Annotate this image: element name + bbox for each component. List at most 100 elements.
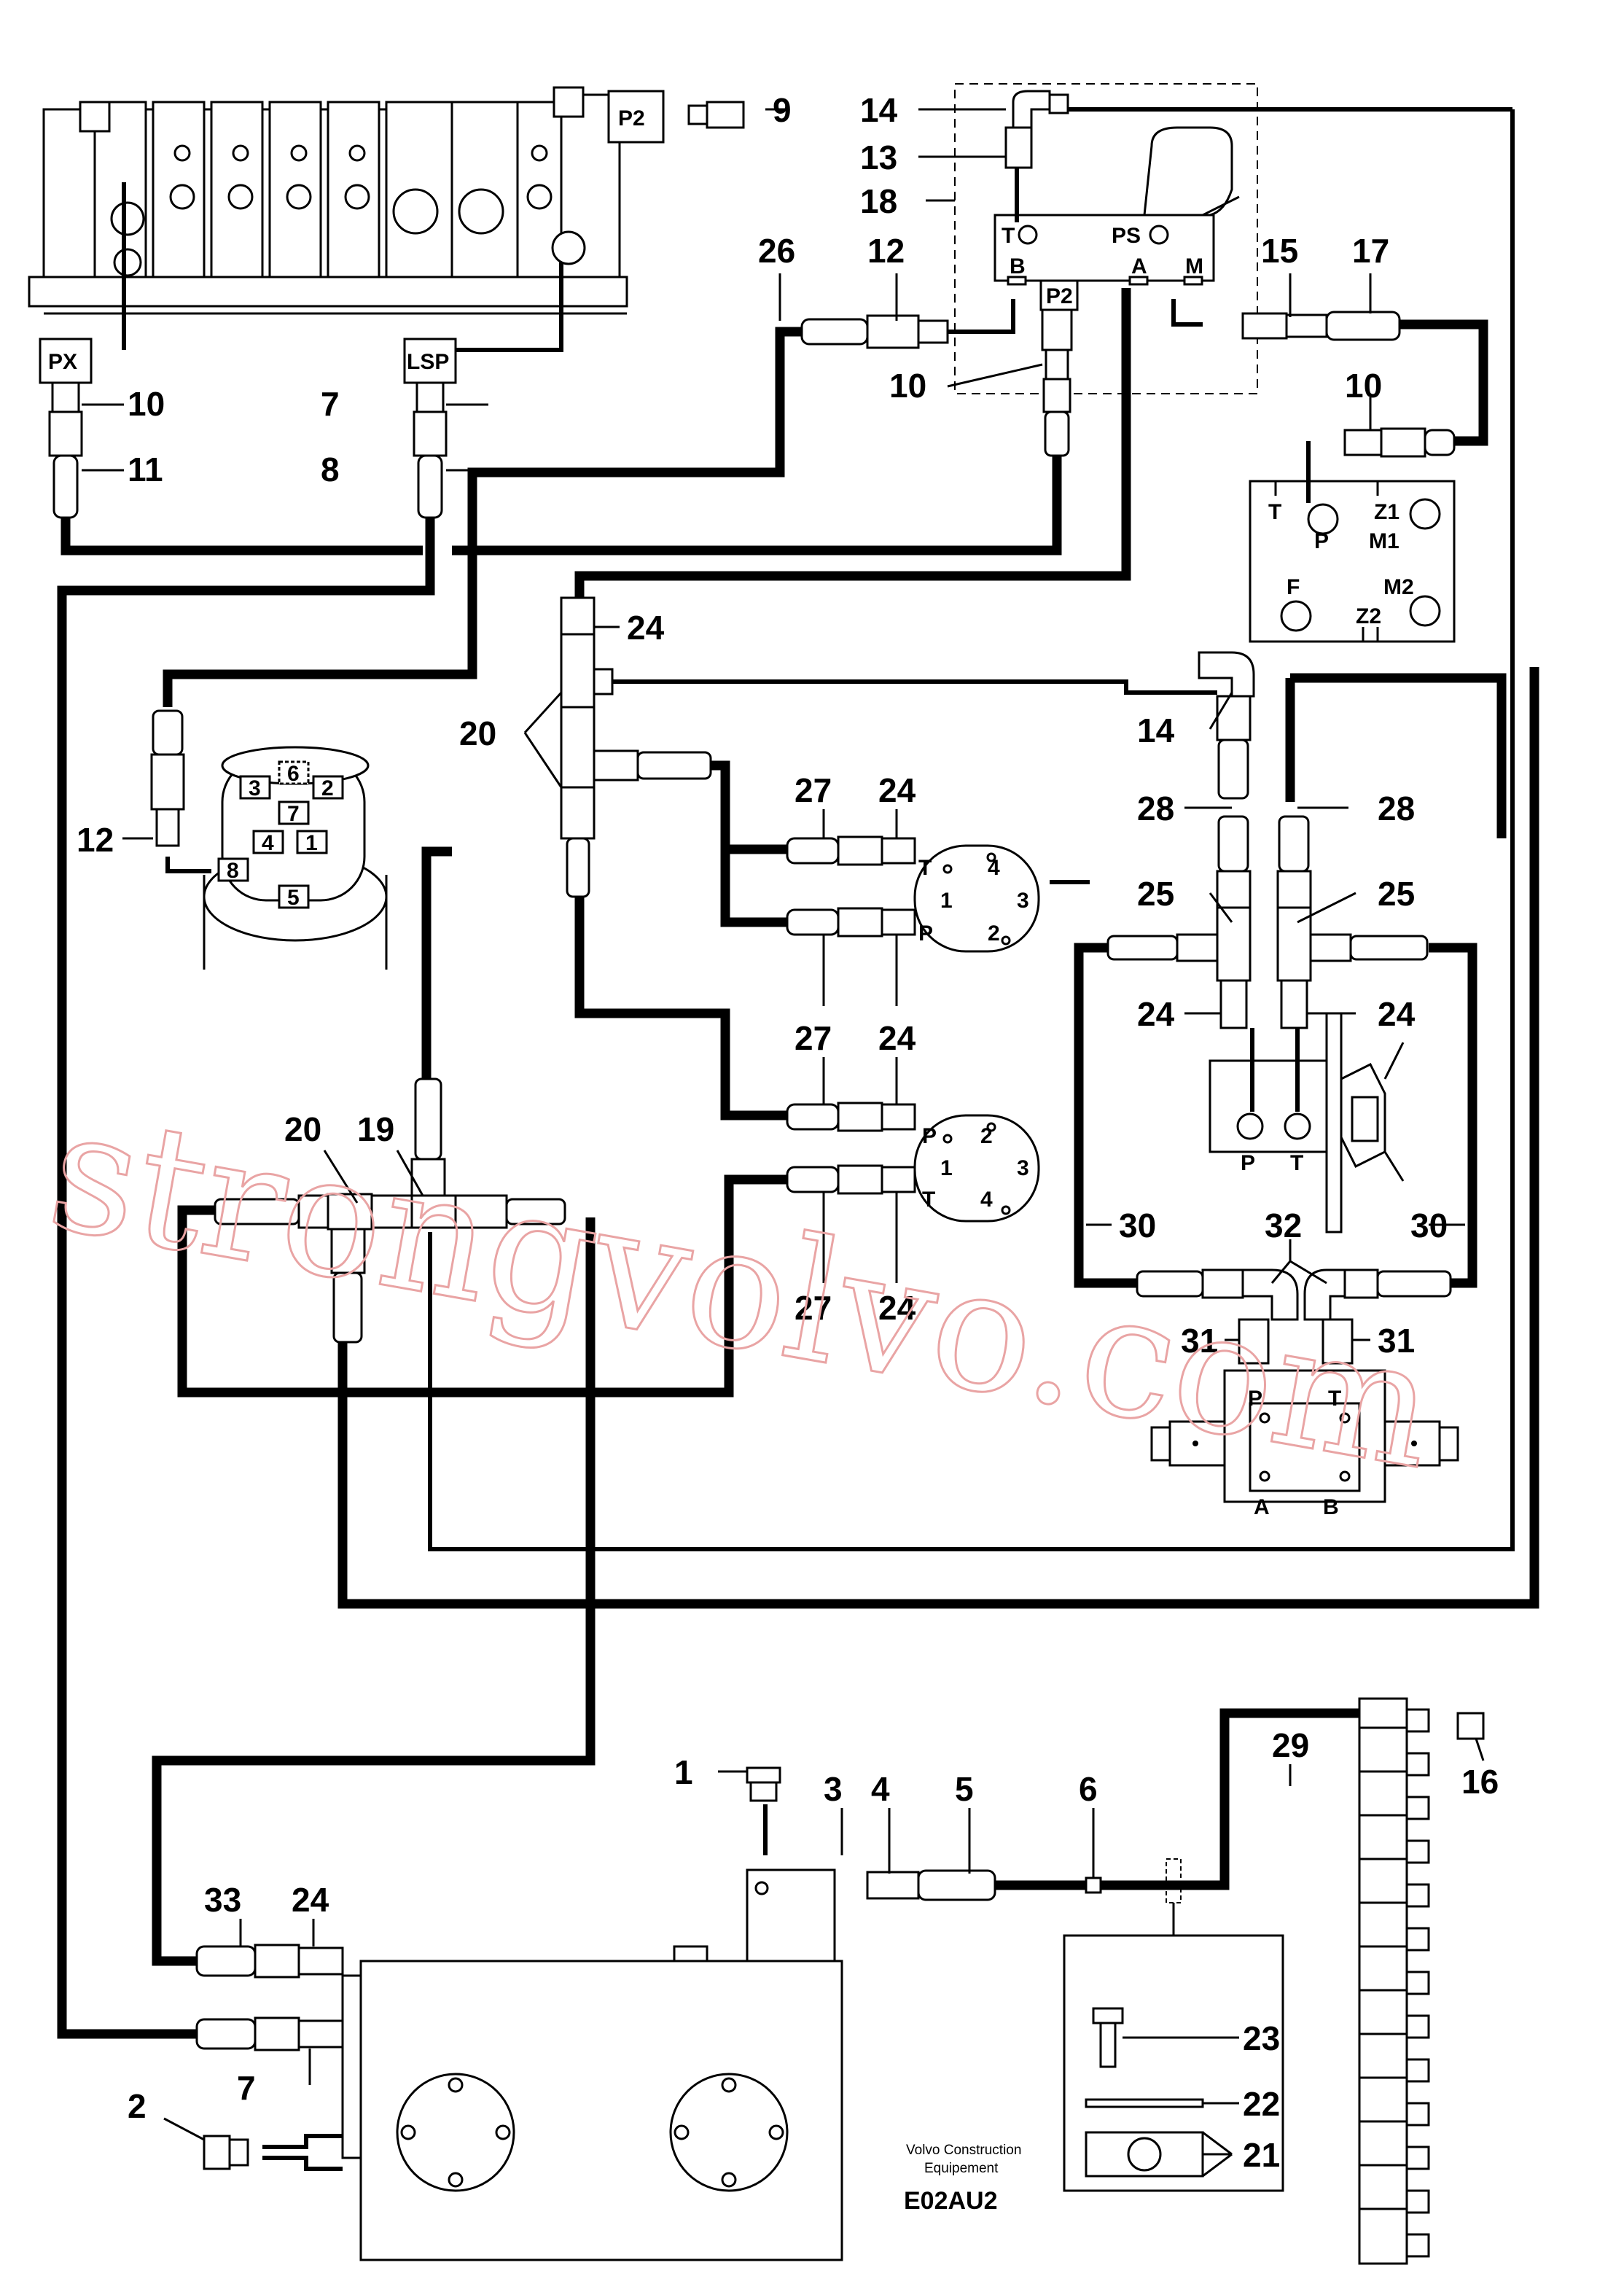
valve-port-B: B (1323, 1495, 1339, 1519)
label-28-right: 28 (1378, 790, 1415, 827)
company-line1: Volvo Construction (906, 2143, 1021, 2158)
pilot-port-F: F (1287, 575, 1300, 599)
label-14-top: 14 (860, 91, 898, 129)
label-25-right: 25 (1378, 875, 1415, 913)
port-PS: PS (1112, 224, 1141, 248)
valve-port-A: A (1254, 1495, 1270, 1519)
svg-text:P: P (918, 921, 933, 946)
label-4: 4 (871, 1770, 890, 1808)
label-3: 3 (824, 1770, 843, 1808)
label-19: 19 (357, 1110, 394, 1148)
label-5: 5 (955, 1770, 974, 1808)
pilot-valve-assembly (954, 83, 1258, 394)
connector-pin-labels: 6 3 2 7 4 1 8 5 (227, 762, 334, 910)
label-24-d: 24 (878, 1289, 916, 1327)
main-control-valve (28, 86, 628, 315)
ctrl-port-T: T (1290, 1151, 1303, 1175)
joystick-upper (913, 844, 1040, 953)
label-17: 17 (1352, 232, 1389, 270)
electrical-connector (203, 746, 388, 970)
footer: Volvo Construction Equipement E02AU2 (904, 2143, 1021, 2215)
return-lines (122, 107, 1515, 2171)
label-12-top: 12 (867, 232, 905, 270)
label-10-right: 10 (1345, 367, 1382, 405)
label-28-left: 28 (1137, 790, 1174, 827)
p2-valve-label: P2 (1046, 284, 1073, 308)
svg-text:1: 1 (940, 889, 953, 913)
label-20-bottom: 20 (284, 1110, 321, 1148)
label-9: 9 (773, 91, 792, 129)
hose-routes (57, 288, 1539, 2039)
pilot-port-M1: M1 (1369, 529, 1399, 553)
label-29: 29 (1272, 1726, 1309, 1764)
label-22: 22 (1243, 2085, 1280, 2123)
clamp-detail-box (1063, 1858, 1284, 2192)
svg-text:T: T (922, 1188, 935, 1212)
pilot-port-M2: M2 (1383, 575, 1414, 599)
label-33: 33 (204, 1881, 241, 1919)
label-15: 15 (1261, 232, 1298, 270)
label-7-top: 7 (321, 385, 340, 423)
company-line2: Equipement (924, 2161, 999, 2176)
fittings (39, 90, 1456, 2170)
joystick-upper-labels: 4 T 1 3 P 2 (918, 856, 1029, 946)
label-31-left: 31 (1181, 1322, 1218, 1360)
label-10-top: 10 (889, 367, 926, 405)
svg-text:1: 1 (940, 1156, 953, 1180)
label-24-pump: 24 (292, 1881, 329, 1919)
svg-text:3: 3 (249, 776, 261, 800)
ctrl-port-P: P (1241, 1151, 1255, 1175)
label-31-right: 31 (1378, 1322, 1415, 1360)
port-M: M (1185, 254, 1203, 278)
svg-text:4: 4 (988, 856, 1000, 880)
valve-port-T: T (1328, 1387, 1341, 1411)
label-18: 18 (860, 182, 897, 220)
svg-text:5: 5 (287, 886, 300, 910)
label-12-left: 12 (77, 821, 114, 859)
port-B: B (1010, 254, 1026, 278)
label-24-f: 24 (1378, 995, 1416, 1033)
label-13: 13 (860, 139, 897, 176)
label-2: 2 (128, 2087, 147, 2125)
port-T: T (1002, 224, 1015, 248)
label-32: 32 (1265, 1207, 1302, 1244)
svg-text:3: 3 (1017, 889, 1029, 913)
label-27-b: 27 (795, 1019, 832, 1057)
label-27-a: 27 (795, 771, 832, 809)
solenoid-valve (1150, 1369, 1459, 1503)
joystick-lower (913, 1114, 1040, 1223)
label-24-e: 24 (1137, 995, 1175, 1033)
pump-unit (341, 1868, 843, 2261)
svg-text:3: 3 (1017, 1156, 1029, 1180)
label-7-bottom: 7 (237, 2069, 256, 2107)
label-21: 21 (1243, 2136, 1280, 2174)
label-26: 26 (758, 232, 795, 270)
lsp-box-label: LSP (407, 350, 449, 374)
label-25-left: 25 (1137, 875, 1174, 913)
svg-text:8: 8 (227, 859, 239, 883)
label-24-b: 24 (878, 771, 916, 809)
svg-text:7: 7 (287, 802, 300, 826)
figure-code: E02AU2 (904, 2187, 998, 2215)
leader-lines (82, 108, 1485, 2178)
pilot-port-T: T (1268, 500, 1281, 524)
label-30-right: 30 (1410, 1207, 1448, 1244)
label-14-right: 14 (1137, 712, 1175, 749)
svg-text:4: 4 (980, 1188, 993, 1212)
pilot-port-P: P (1314, 529, 1329, 553)
svg-text:4: 4 (262, 831, 274, 855)
label-24-tee: 24 (627, 609, 665, 647)
pilot-port-Z1: Z1 (1374, 500, 1399, 524)
label-6: 6 (1079, 1770, 1098, 1808)
label-8: 8 (321, 451, 340, 488)
port-A: A (1131, 254, 1147, 278)
label-24-c: 24 (878, 1019, 916, 1057)
label-11: 11 (128, 451, 163, 488)
pilot-port-Z2: Z2 (1356, 604, 1381, 628)
valve-port-P: P (1248, 1387, 1262, 1411)
svg-text:T: T (918, 856, 932, 880)
pilot-block (1249, 480, 1456, 643)
svg-text:2: 2 (980, 1124, 993, 1148)
svg-text:P: P (922, 1124, 937, 1148)
